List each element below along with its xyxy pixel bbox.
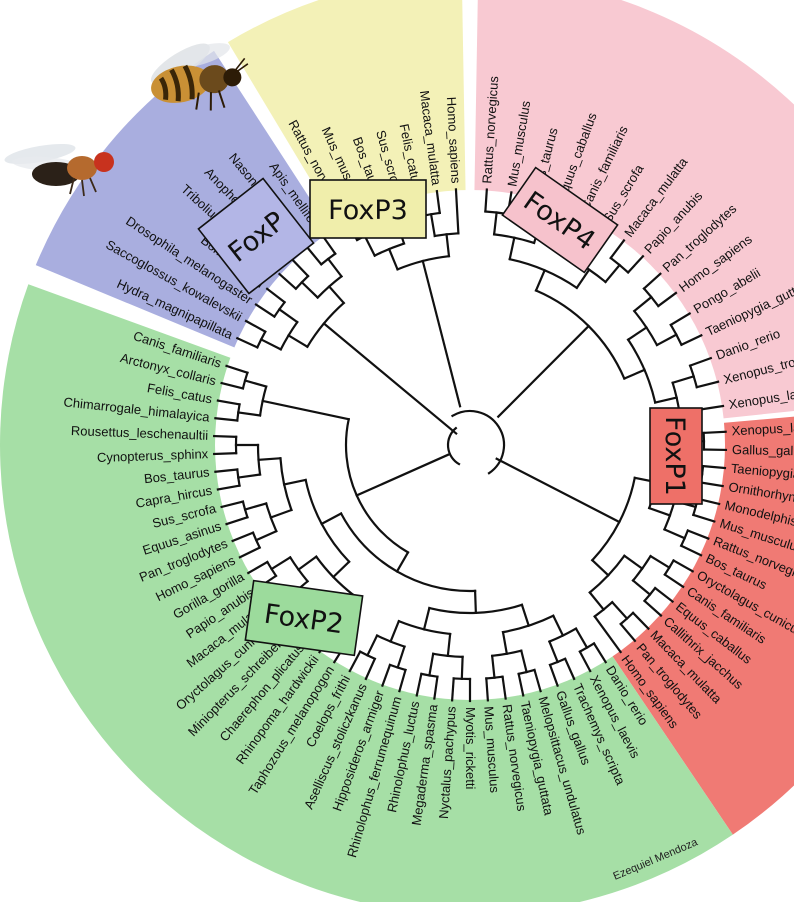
taxon-label: Myotis_ricketti (463, 707, 478, 789)
branch (462, 657, 463, 679)
taxon-label: Gallus_gallus (732, 442, 794, 459)
branch (214, 453, 236, 454)
clade-label-foxp3: FoxP3 (328, 195, 408, 226)
branch (704, 432, 726, 433)
clade-box-foxp1: FoxP1 (650, 408, 702, 504)
branch (259, 458, 281, 460)
branch (485, 190, 486, 212)
clade-box-foxp3: FoxP3 (310, 180, 426, 238)
branch (452, 678, 454, 700)
clade-label-foxp1: FoxP1 (659, 416, 690, 496)
branch (475, 591, 476, 613)
branch (214, 436, 236, 437)
branch (486, 678, 488, 700)
